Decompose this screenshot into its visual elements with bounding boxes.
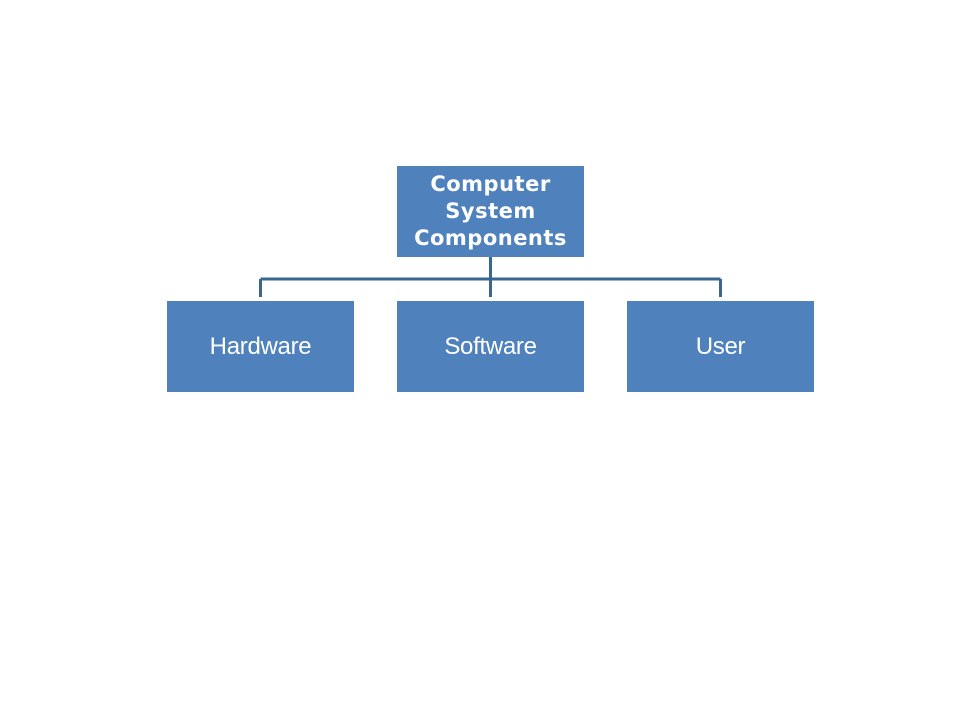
root-node-computer-system-components: Computer System Components xyxy=(397,166,584,257)
child-node-label: Hardware xyxy=(209,332,312,360)
child-node-user: User xyxy=(627,301,814,392)
root-node-label: Computer System Components xyxy=(414,172,567,250)
child-node-label: Software xyxy=(444,332,537,360)
child-node-software: Software xyxy=(397,301,584,392)
child-node-label: User xyxy=(695,332,746,360)
child-node-hardware: Hardware xyxy=(167,301,354,392)
